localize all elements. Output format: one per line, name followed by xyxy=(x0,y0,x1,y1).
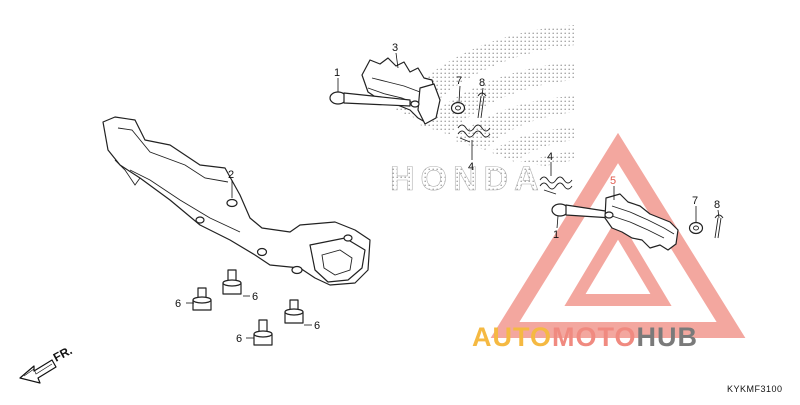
washer-lower-part xyxy=(688,221,704,235)
pin-upper-part xyxy=(329,91,411,107)
bolt-part xyxy=(222,269,242,295)
spring-upper-part xyxy=(457,124,491,143)
logo-text-moto: MOTO xyxy=(552,322,637,352)
callout-4: 4 xyxy=(468,161,474,173)
logo-text-hub: HUB xyxy=(637,322,699,352)
callout-8: 8 xyxy=(714,199,720,211)
front-direction-arrow: FR. xyxy=(19,343,75,384)
callout-3: 3 xyxy=(392,42,398,54)
leader-lines xyxy=(186,52,720,339)
washer-upper-part xyxy=(450,101,466,115)
callout-6: 6 xyxy=(175,298,181,310)
bolt-part xyxy=(253,319,273,346)
footpeg-upper-part xyxy=(361,57,441,125)
callout-8: 8 xyxy=(479,77,485,89)
callout-1: 1 xyxy=(334,67,340,79)
callout-6: 6 xyxy=(252,291,258,303)
bolt-part xyxy=(284,299,304,324)
bolt-part xyxy=(192,287,212,311)
callout-labels: 1 1 2 3 4 4 5 6 6 6 6 7 7 8 8 xyxy=(175,42,720,345)
callout-7: 7 xyxy=(456,75,462,87)
watermark-brand-text: HONDA xyxy=(390,160,545,198)
callout-1: 1 xyxy=(553,229,559,241)
callout-7: 7 xyxy=(692,195,698,207)
callout-4: 4 xyxy=(547,151,553,163)
callout-6: 6 xyxy=(236,333,242,345)
logo-text-auto: AUTO xyxy=(472,322,552,352)
front-arrow-label: FR. xyxy=(51,343,75,364)
footpeg-lower-part xyxy=(604,193,679,251)
callout-5: 5 xyxy=(610,175,616,187)
automotohub-wordmark: AUTOMOTOHUB xyxy=(472,322,698,352)
step-bracket-part xyxy=(102,116,371,286)
cotter-pin-lower-part xyxy=(714,214,724,239)
spring-lower-part xyxy=(539,176,573,195)
callout-6: 6 xyxy=(314,320,320,332)
honda-wing-watermark xyxy=(395,25,575,166)
callout-2: 2 xyxy=(228,169,234,181)
diagram-code: KYKMF3100 xyxy=(727,384,783,394)
